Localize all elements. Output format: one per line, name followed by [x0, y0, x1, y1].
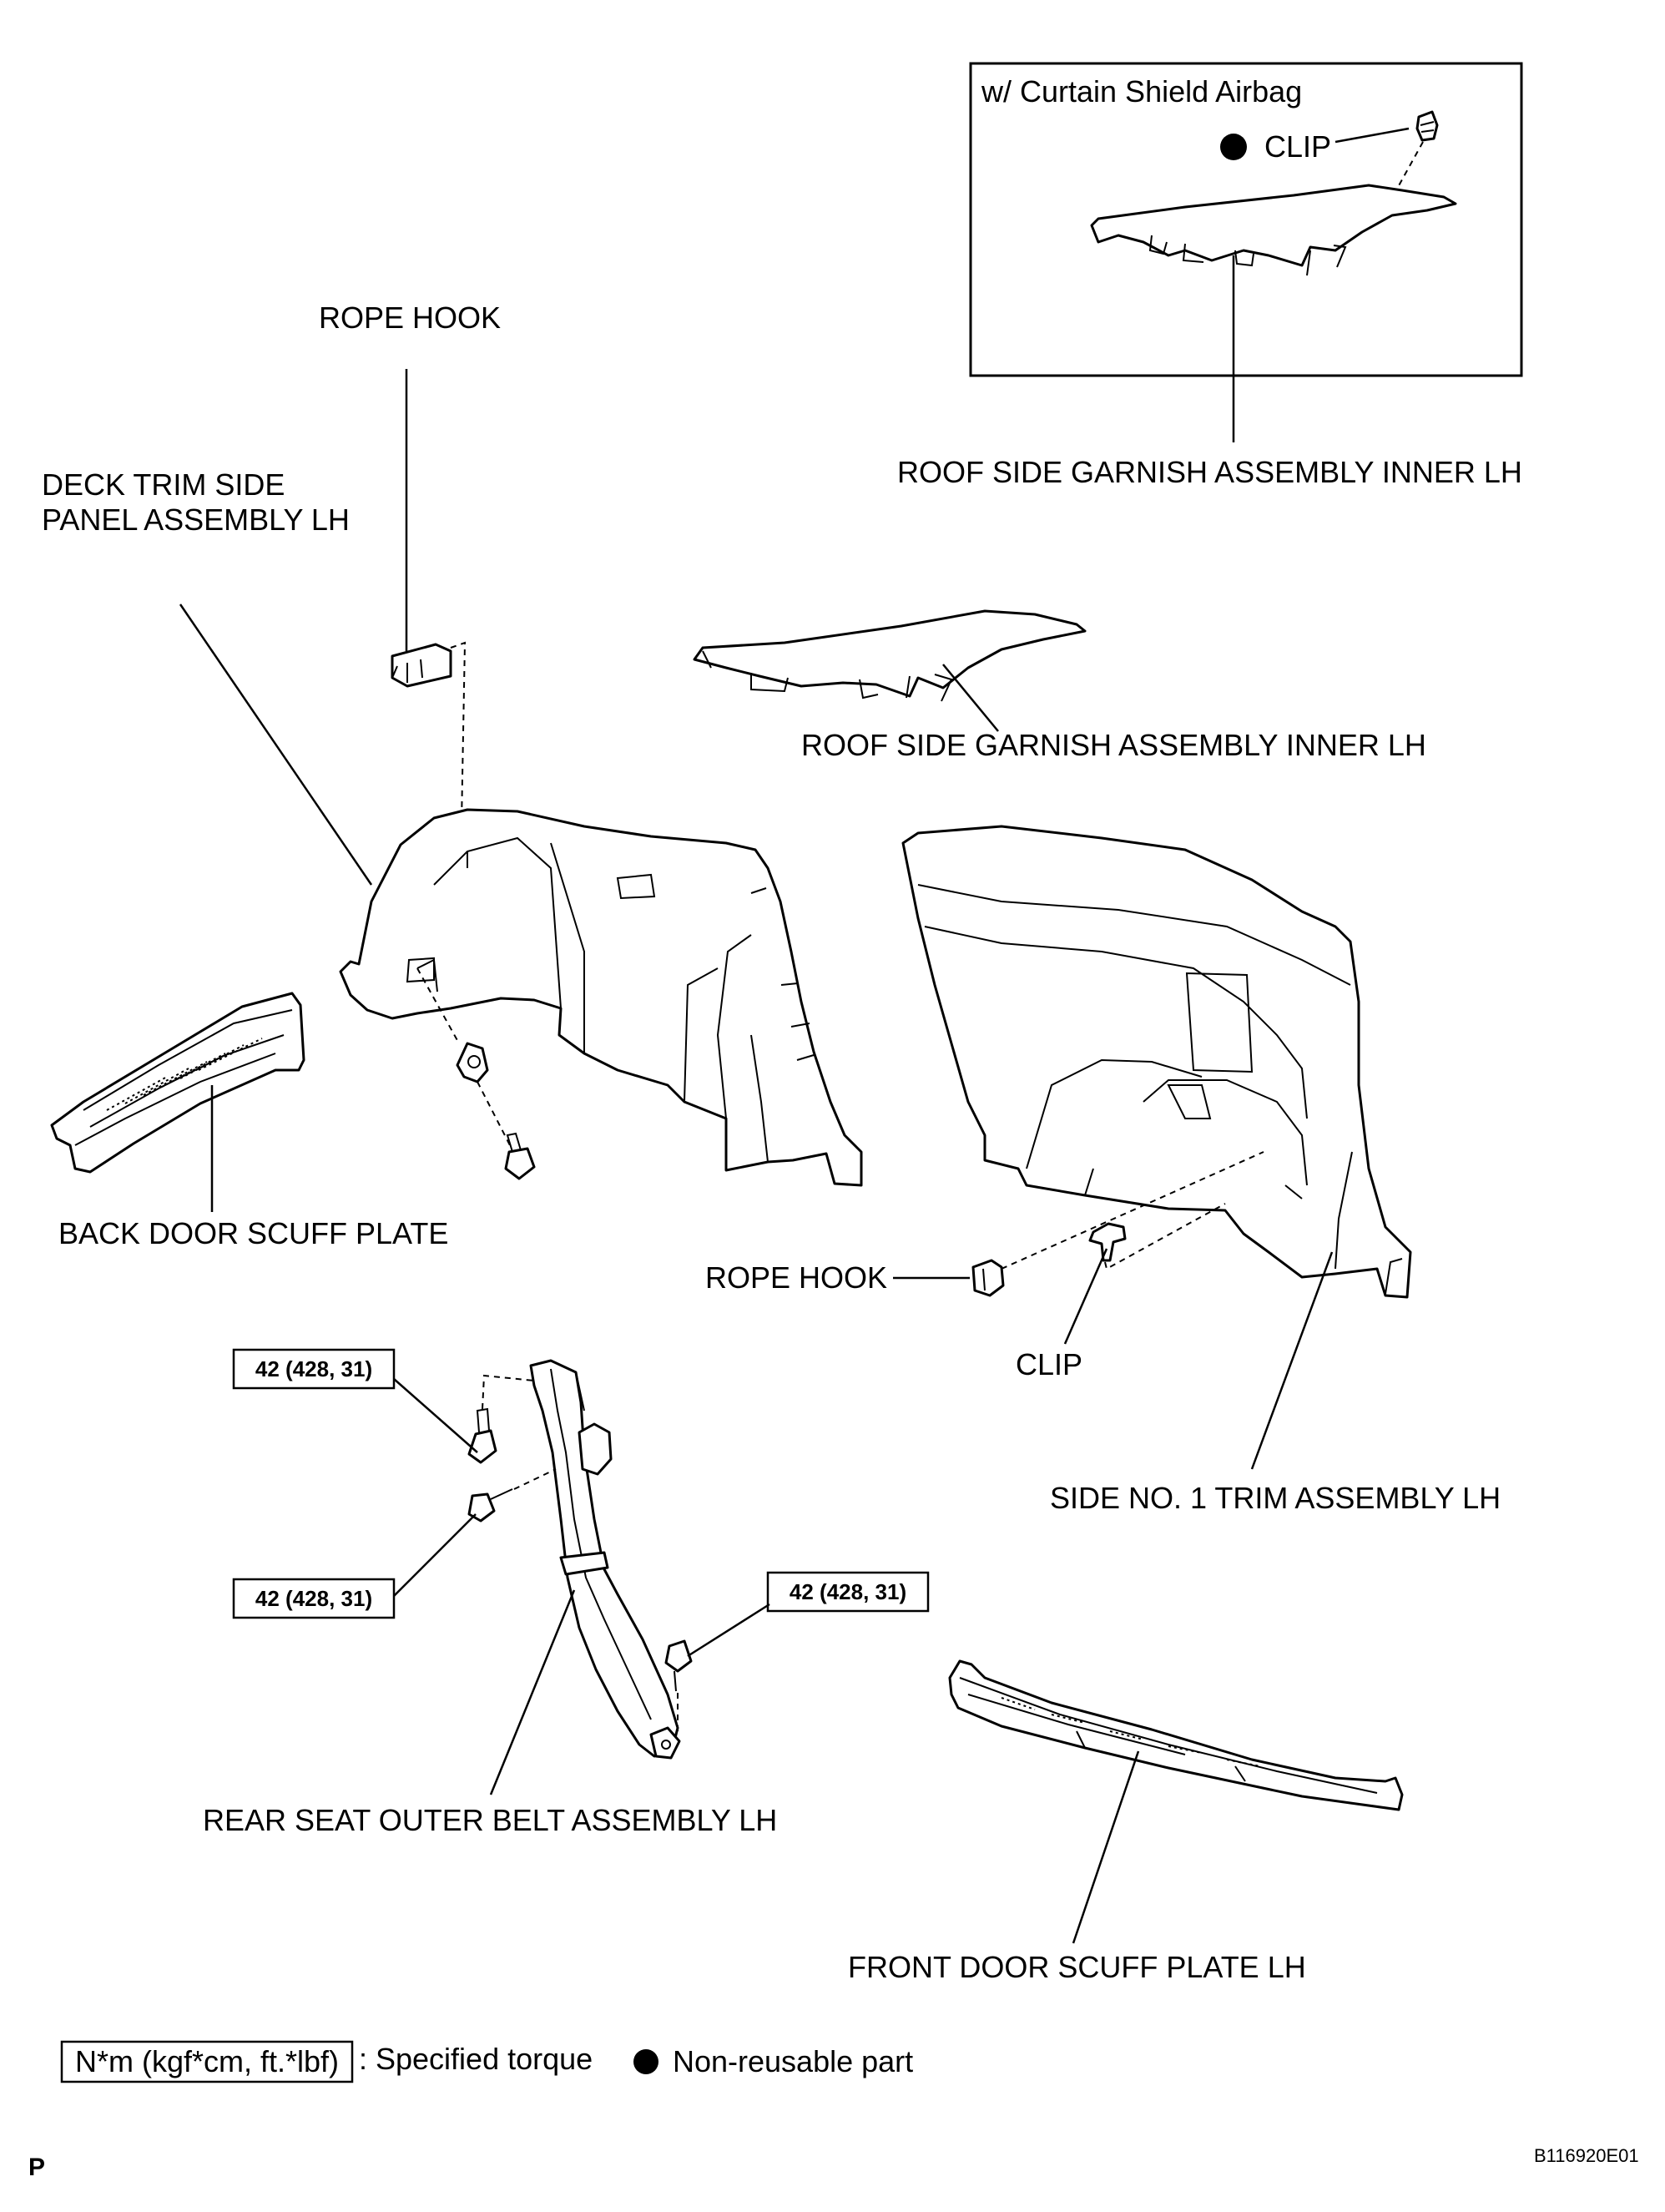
label-side-trim: SIDE NO. 1 TRIM ASSEMBLY LH: [1050, 1481, 1501, 1515]
front-door-scuff-leader: [1072, 1750, 1140, 1944]
rope-hook-right-part: [971, 1259, 1005, 1297]
label-roof-side-garnish-main: ROOF SIDE GARNISH ASSEMBLY INNER LH: [801, 728, 1426, 762]
rope-hook-right-dash: [1001, 1151, 1264, 1270]
label-clip-right: CLIP: [1016, 1347, 1082, 1381]
footer-figure-id: B116920E01: [1534, 2145, 1639, 2166]
label-rear-seat-belt: REAR SEAT OUTER BELT ASSEMBLY LH: [203, 1803, 777, 1837]
curtain-shield-airbag-inset: w/ Curtain Shield Airbag CLIP: [969, 62, 1523, 442]
torque-box-lower: 42 (428, 31): [766, 1571, 930, 1613]
bolt-middle-part: [467, 1488, 513, 1523]
deck-trim-hook-dash: [416, 967, 460, 1044]
clip-right-part: [1088, 1222, 1127, 1262]
bolt-upper-part: [467, 1407, 497, 1464]
label-deck-trim-line1: DECK TRIM SIDE: [42, 467, 285, 502]
inset-title: w/ Curtain Shield Airbag: [981, 74, 1302, 109]
inset-clip-part: [1415, 110, 1439, 142]
clip-right-dash: [1104, 1203, 1226, 1270]
legend: N*m (kgf*cm, ft.*lbf) : Specified torque…: [60, 2040, 913, 2083]
side-no1-trim-part: [901, 825, 1412, 1299]
non-reusable-marker-icon: [1220, 134, 1247, 160]
torque-upper-value: 42 (428, 31): [255, 1356, 372, 1381]
label-deck-trim-line2: PANEL ASSEMBLY LH: [42, 502, 350, 537]
inset-clip-label: CLIP: [1264, 129, 1331, 164]
roof-side-garnish-leader: [942, 664, 999, 732]
torque-lower-leader: [687, 1603, 770, 1658]
legend-nonreusable-text: Non-reusable part: [673, 2044, 913, 2078]
side-trim-leader: [1250, 1251, 1334, 1470]
deck-trim-screw-dash: [477, 1081, 512, 1148]
clip-right-leader: [1063, 1248, 1108, 1345]
torque-middle-value: 42 (428, 31): [255, 1586, 372, 1611]
rear-seat-belt-leader: [489, 1589, 576, 1795]
label-rope-hook-top: ROPE HOOK: [319, 300, 501, 335]
bolt-lower-part: [664, 1639, 693, 1692]
torque-upper-leader: [393, 1378, 478, 1453]
rope-hook-top-dash: [450, 641, 467, 869]
label-roof-side-garnish-inset: ROOF SIDE GARNISH ASSEMBLY INNER LH: [897, 455, 1522, 489]
torque-box-middle: 42 (428, 31): [232, 1578, 396, 1619]
label-front-door-scuff: FRONT DOOR SCUFF PLATE LH: [848, 1950, 1306, 1984]
torque-box-upper: 42 (428, 31): [232, 1348, 396, 1390]
roof-side-garnish-part: [693, 609, 1087, 702]
rope-hook-top-part: [391, 643, 452, 688]
label-rope-hook-right: ROPE HOOK: [705, 1260, 887, 1295]
label-back-door-scuff: BACK DOOR SCUFF PLATE: [58, 1216, 448, 1250]
inset-frame: [969, 62, 1523, 377]
inset-clip-dash: [1396, 141, 1424, 189]
legend-torque-box: [60, 2040, 354, 2083]
inset-clip-leader: [1335, 127, 1410, 144]
deck-trim-screw-part: [504, 1132, 536, 1180]
deck-trim-side-panel-part: [339, 808, 863, 1187]
back-door-scuff-plate-part: [50, 992, 305, 1174]
bolt-upper-dash: [482, 1374, 535, 1410]
rear-seat-outer-belt-part: [529, 1359, 681, 1760]
legend-non-reusable-icon: [633, 2049, 658, 2074]
legend-torque-text: : Specified torque: [359, 2042, 593, 2076]
inset-roof-side-garnish-part: [1090, 184, 1457, 276]
bolt-middle-dash: [513, 1468, 557, 1490]
torque-lower-value: 42 (428, 31): [790, 1579, 906, 1604]
deck-trim-rope-hook-part: [456, 1042, 489, 1083]
legend-torque-unit: N*m (kgf*cm, ft.*lbf): [75, 2044, 339, 2078]
deck-trim-leader: [179, 604, 373, 886]
torque-middle-leader: [393, 1513, 477, 1597]
footer-left-code: P: [28, 2154, 45, 2181]
front-door-scuff-plate-part: [948, 1659, 1404, 1811]
